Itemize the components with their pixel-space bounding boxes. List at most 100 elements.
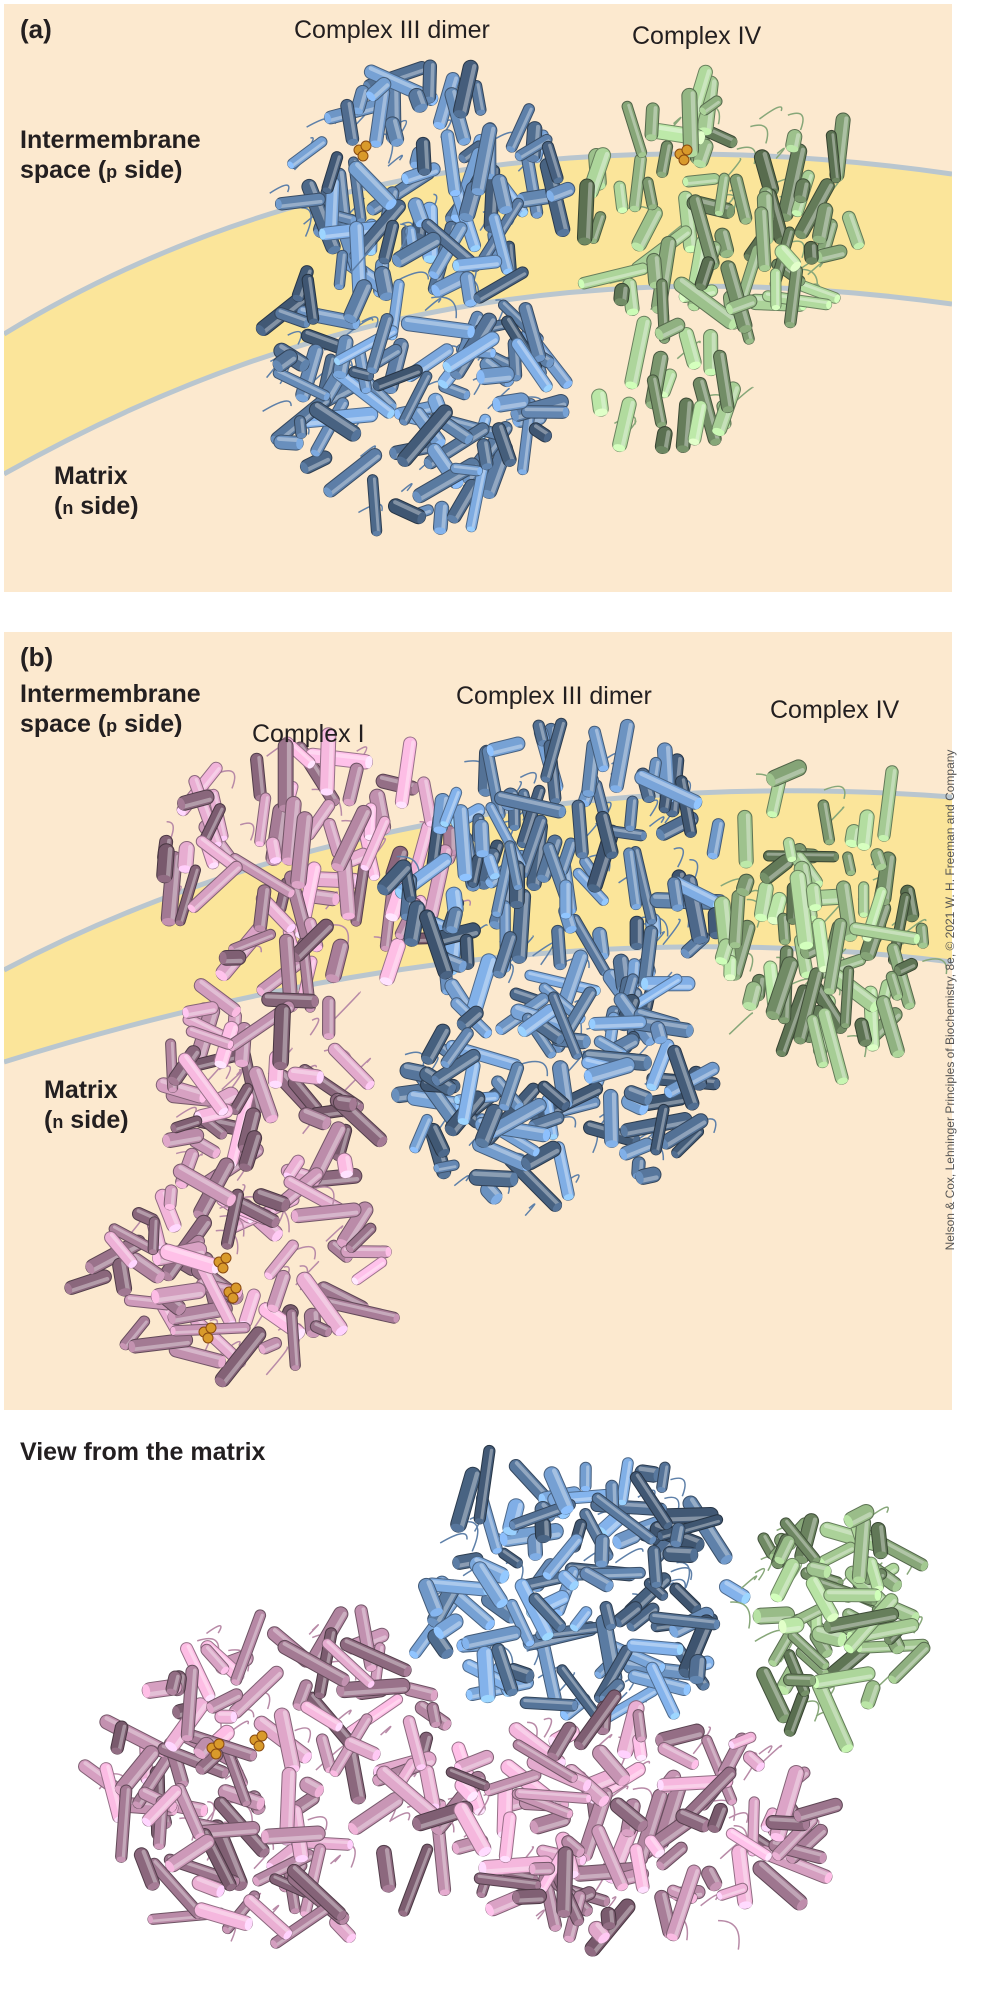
helix-cylinder (168, 1342, 226, 1369)
helix-cylinder (654, 317, 686, 341)
helix-cylinder (266, 1269, 291, 1313)
helix-cylinder (498, 1547, 523, 1569)
coil-loop (543, 1717, 553, 1738)
helix-cylinder (511, 337, 553, 393)
helix-cylinder (476, 365, 515, 386)
helix-cylinder (296, 1271, 348, 1337)
complex-iv-structure-b (713, 759, 948, 1085)
helix-cylinder (612, 396, 637, 453)
helix-cylinder (308, 401, 362, 442)
helix-cylinder (621, 100, 648, 158)
helix-cylinder (185, 1025, 234, 1050)
helix-cylinder (452, 254, 503, 273)
helix-cylinder (432, 500, 450, 535)
helix-cylinder (537, 1080, 571, 1111)
helix-cylinder (214, 1709, 238, 1724)
helix-cylinder (858, 881, 870, 918)
helix-cylinder (728, 1731, 757, 1750)
helix-cylinder (273, 434, 304, 451)
coil-loop (787, 112, 804, 131)
helix-cylinder (348, 366, 375, 382)
complex-iv-structure-a (576, 64, 865, 455)
helix-cylinder (321, 151, 344, 194)
helix-cylinder (133, 1847, 160, 1891)
helix-cylinder (325, 938, 349, 984)
helix-cylinder (556, 1846, 574, 1918)
helix-cylinder (331, 804, 372, 873)
helix-cylinder (841, 210, 865, 250)
helix-cylinder (193, 1902, 253, 1931)
helix-cylinder (431, 1818, 452, 1897)
helix-cylinder (528, 1592, 567, 1633)
helix-cylinder (579, 1461, 592, 1492)
helix-cylinder (569, 1606, 593, 1632)
coil-loop (219, 770, 236, 789)
helix-cylinder (655, 1723, 705, 1749)
helix-cylinder (773, 1534, 796, 1565)
helix-cylinder (623, 1085, 653, 1106)
iron-sulfur-cluster (227, 1292, 239, 1304)
helix-cylinder (187, 860, 243, 913)
helix-cylinder (512, 1739, 578, 1783)
helix-cylinder (682, 173, 721, 188)
helix-cylinder (473, 266, 529, 304)
helix-cylinder (322, 995, 336, 1040)
helix-cylinder (707, 1802, 728, 1833)
helix-cylinder (351, 84, 370, 116)
coil-loop (325, 1225, 344, 1242)
helix-cylinder (671, 1125, 705, 1159)
helix-cylinder (480, 1181, 503, 1205)
iron-sulfur-cluster (253, 1740, 265, 1752)
helix-cylinder (453, 1801, 492, 1857)
helix-cylinder (546, 181, 576, 203)
complex-i-structure-b (64, 727, 472, 1388)
helix-cylinder (473, 818, 491, 858)
complex-iv-label-a: Complex IV (632, 22, 762, 50)
helix-cylinder (623, 847, 643, 911)
helix-cylinder (498, 1811, 517, 1863)
helix-cylinder (860, 1680, 881, 1710)
helix-cylinder (588, 1015, 647, 1031)
coil-loop (676, 1561, 691, 1589)
helix-cylinder (854, 1017, 873, 1047)
panel-a: (a) Complex III dimer Complex IV Interme… (4, 4, 952, 592)
coil-loop (307, 1816, 328, 1831)
helix-cylinder (474, 1103, 503, 1148)
complex-iii-label-a: Complex III dimer (294, 16, 490, 44)
helix-cylinder (714, 938, 734, 966)
helix-cylinder (514, 1787, 592, 1804)
helix-cylinder (391, 231, 442, 268)
coil-loop (718, 1919, 740, 1950)
helix-cylinder (298, 1107, 332, 1131)
coil-loop (740, 1575, 758, 1590)
coil-loop (672, 116, 682, 127)
helix-cylinder (542, 1533, 583, 1581)
helix-cylinder (147, 1216, 160, 1255)
helix-cylinder (258, 1336, 283, 1355)
helix-cylinder (842, 851, 857, 877)
coil-loop (728, 1012, 754, 1035)
helix-cylinder (624, 795, 639, 832)
coil-loop (468, 1521, 479, 1552)
helix-cylinder (713, 349, 735, 414)
helix-cylinder (491, 422, 517, 467)
panel-b: (b) Intermembrane space (p side) Complex… (4, 632, 952, 1410)
helix-cylinder (491, 1642, 519, 1697)
helix-cylinder (518, 302, 546, 363)
helix-cylinder (292, 1679, 313, 1711)
helix-cylinder (419, 909, 454, 980)
coil-loop (535, 1909, 546, 1920)
helix-cylinder (571, 799, 589, 859)
iron-sulfur-cluster (360, 140, 372, 152)
helix-cylinder (656, 140, 674, 178)
helix-cylinder (260, 1825, 326, 1845)
helix-cylinder (505, 1598, 535, 1648)
coil-loop (431, 296, 458, 319)
iron-sulfur-cluster (230, 1282, 242, 1294)
iron-sulfur-cluster (213, 1738, 225, 1750)
helix-cylinder (377, 859, 412, 896)
helix-cylinder (775, 984, 810, 1057)
helix-cylinder (805, 882, 823, 912)
coil-loop (404, 1051, 425, 1068)
helix-cylinder (476, 438, 494, 471)
